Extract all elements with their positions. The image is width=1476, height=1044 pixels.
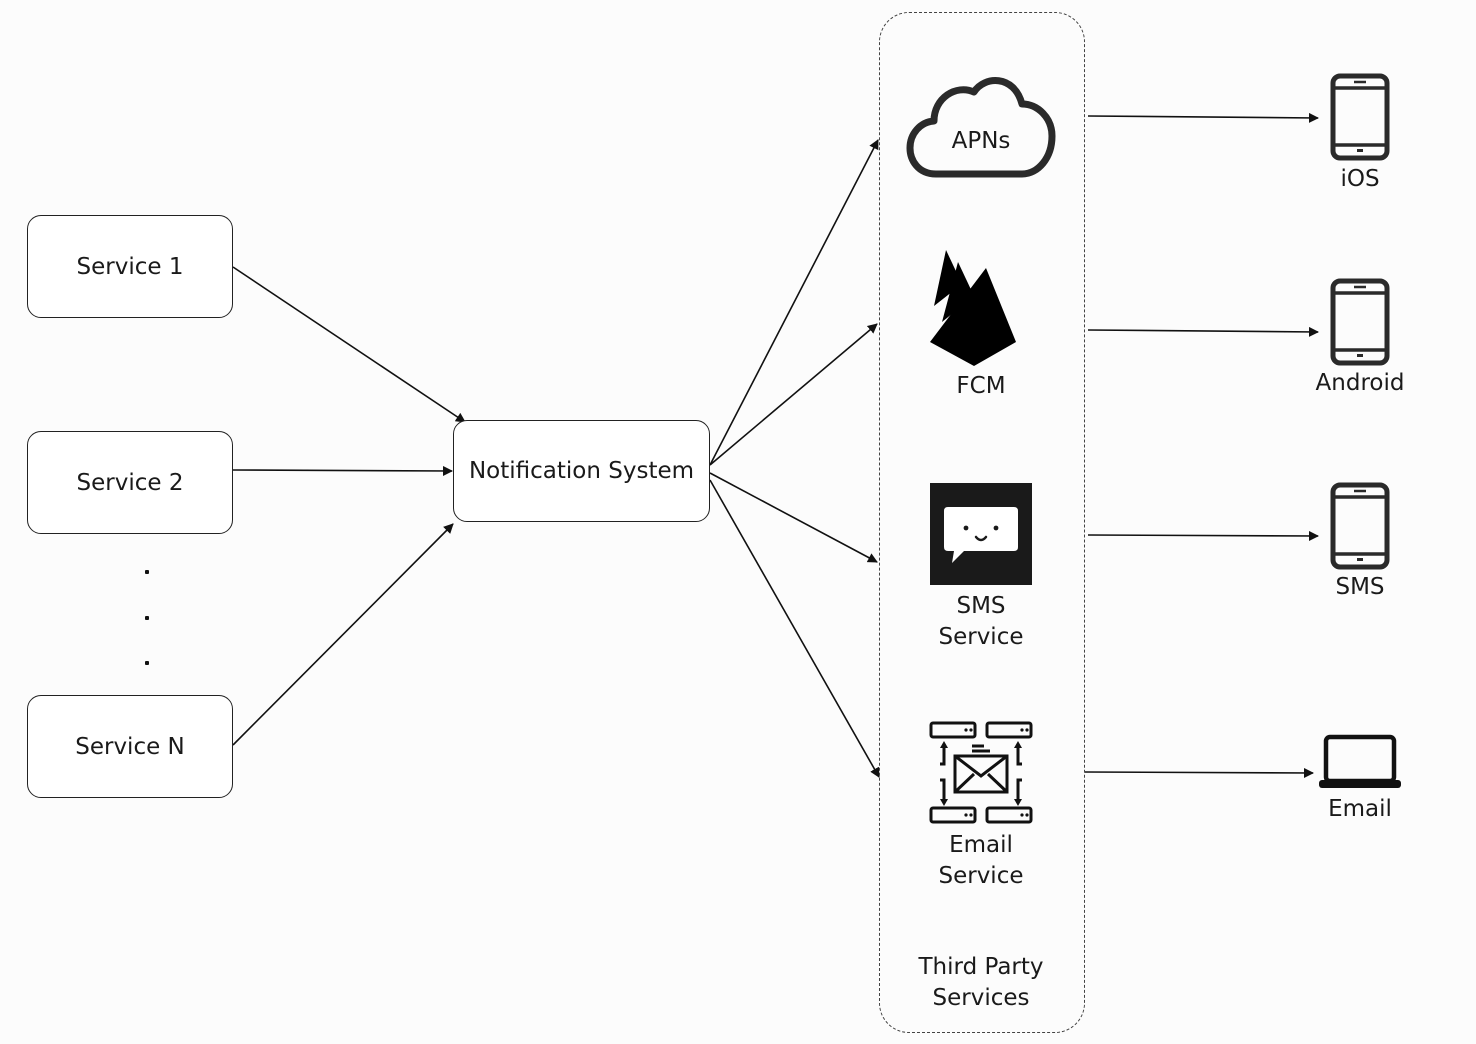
ellipsis-dot <box>145 661 149 665</box>
apns-label: APNs <box>951 128 1011 154</box>
arrow-notification-to-sms <box>709 472 878 563</box>
service-n-box: Service N <box>27 695 233 798</box>
notification-system-label: Notification System <box>468 458 695 484</box>
chat-bubble-icon <box>930 483 1032 585</box>
notification-system-box: Notification System <box>453 420 710 522</box>
sms-service-label-line2: Service <box>938 624 1024 650</box>
third-party-label-line1: Third Party <box>918 954 1044 980</box>
third-party-services-group <box>879 12 1085 1033</box>
smartphone-icon <box>1330 73 1390 161</box>
email-server-icon <box>929 721 1033 824</box>
service-2-box: Service 2 <box>27 431 233 534</box>
firebase-icon <box>930 250 1016 366</box>
sms-device-label: SMS <box>1335 574 1385 600</box>
arrow-notification-to-fcm <box>709 323 878 466</box>
third-party-label-line2: Services <box>932 985 1030 1011</box>
ellipsis-dot <box>145 570 149 574</box>
smartphone-icon <box>1330 278 1390 366</box>
arrow-notification-to-email <box>709 479 880 778</box>
sms-service-label: SMS Service <box>906 591 1056 653</box>
fcm-label: FCM <box>956 373 1006 399</box>
service-n-label: Service N <box>75 733 185 760</box>
email-device-label: Email <box>1328 796 1392 822</box>
email-service-label-line2: Service <box>938 863 1024 889</box>
cloud-icon <box>906 77 1056 178</box>
android-label: Android <box>1315 370 1405 396</box>
service-2-label: Service 2 <box>76 469 184 496</box>
email-service-label-line1: Email <box>949 832 1013 858</box>
arrow-fcm-to-android <box>1087 326 1319 337</box>
service-1-label: Service 1 <box>76 253 184 280</box>
ios-label: iOS <box>1340 166 1380 192</box>
arrow-service2-to-notification <box>232 465 453 476</box>
sms-service-label-line1: SMS <box>956 593 1006 619</box>
smartphone-icon <box>1330 482 1390 570</box>
ellipsis-dot <box>145 616 149 620</box>
arrow-serviceN-to-notification <box>232 523 454 746</box>
arrow-apns-to-ios <box>1087 112 1319 123</box>
service-1-box: Service 1 <box>27 215 233 318</box>
arrow-sms-to-phone <box>1087 530 1319 541</box>
arrow-service1-to-notification <box>232 266 466 423</box>
third-party-services-label: Third Party Services <box>891 952 1071 1014</box>
arrow-email-to-laptop <box>1084 767 1314 778</box>
arrow-notification-to-apns <box>709 139 879 466</box>
email-service-label: Email Service <box>906 830 1056 892</box>
laptop-icon <box>1319 734 1401 788</box>
